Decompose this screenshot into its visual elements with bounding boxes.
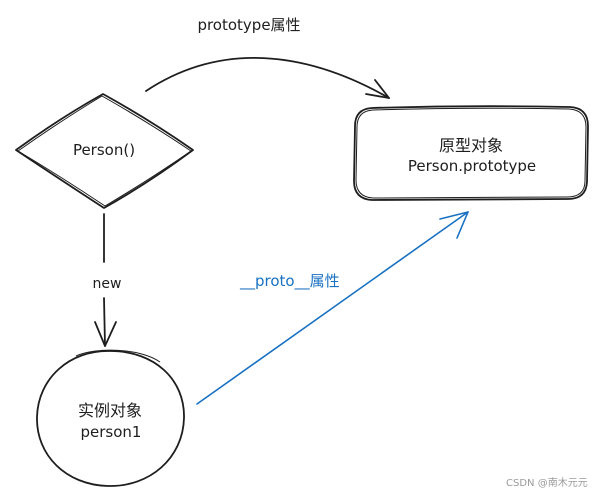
- constructor-label: Person(): [72, 141, 136, 159]
- instance-circle: [36, 349, 185, 487]
- prototype-title: 原型对象: [438, 136, 504, 155]
- proto-arrow: [196, 211, 469, 405]
- new-edge-label: new: [92, 276, 122, 292]
- proto-edge-label: __proto__属性: [240, 272, 340, 290]
- instance-subtitle: person1: [80, 423, 142, 441]
- instance-title: 实例对象: [77, 401, 143, 420]
- prototype-arrow: [145, 57, 390, 99]
- watermark: CSDN @南木元元: [506, 478, 588, 489]
- prototype-subtitle: Person.prototype: [407, 157, 537, 175]
- prototype-edge-label: prototype属性: [197, 16, 301, 34]
- constructor-diamond: [15, 93, 194, 209]
- new-arrow: [94, 213, 117, 347]
- prototype-box: [353, 105, 589, 201]
